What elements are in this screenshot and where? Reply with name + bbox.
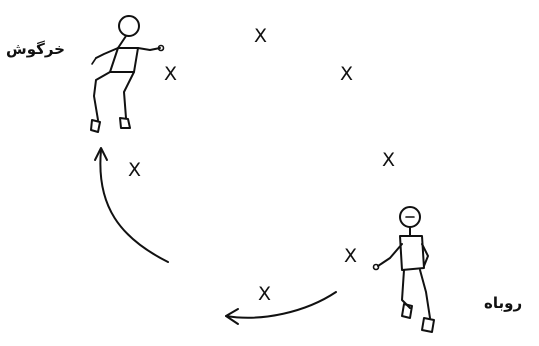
fox-runner-figure bbox=[374, 207, 435, 332]
curved-arrow-bottom bbox=[226, 292, 336, 324]
rabbit-label: خرگوش bbox=[6, 40, 65, 58]
x-marker: X bbox=[164, 63, 177, 85]
x-marker: X bbox=[382, 149, 395, 171]
x-marker: X bbox=[258, 283, 271, 305]
x-marker: X bbox=[344, 245, 357, 267]
fox-label: روباه bbox=[484, 294, 522, 312]
x-marker: X bbox=[128, 159, 141, 181]
rabbit-runner-figure bbox=[91, 16, 164, 132]
x-marker: X bbox=[340, 63, 353, 85]
x-markers: X X X X X X X bbox=[128, 25, 395, 305]
x-marker: X bbox=[254, 25, 267, 47]
